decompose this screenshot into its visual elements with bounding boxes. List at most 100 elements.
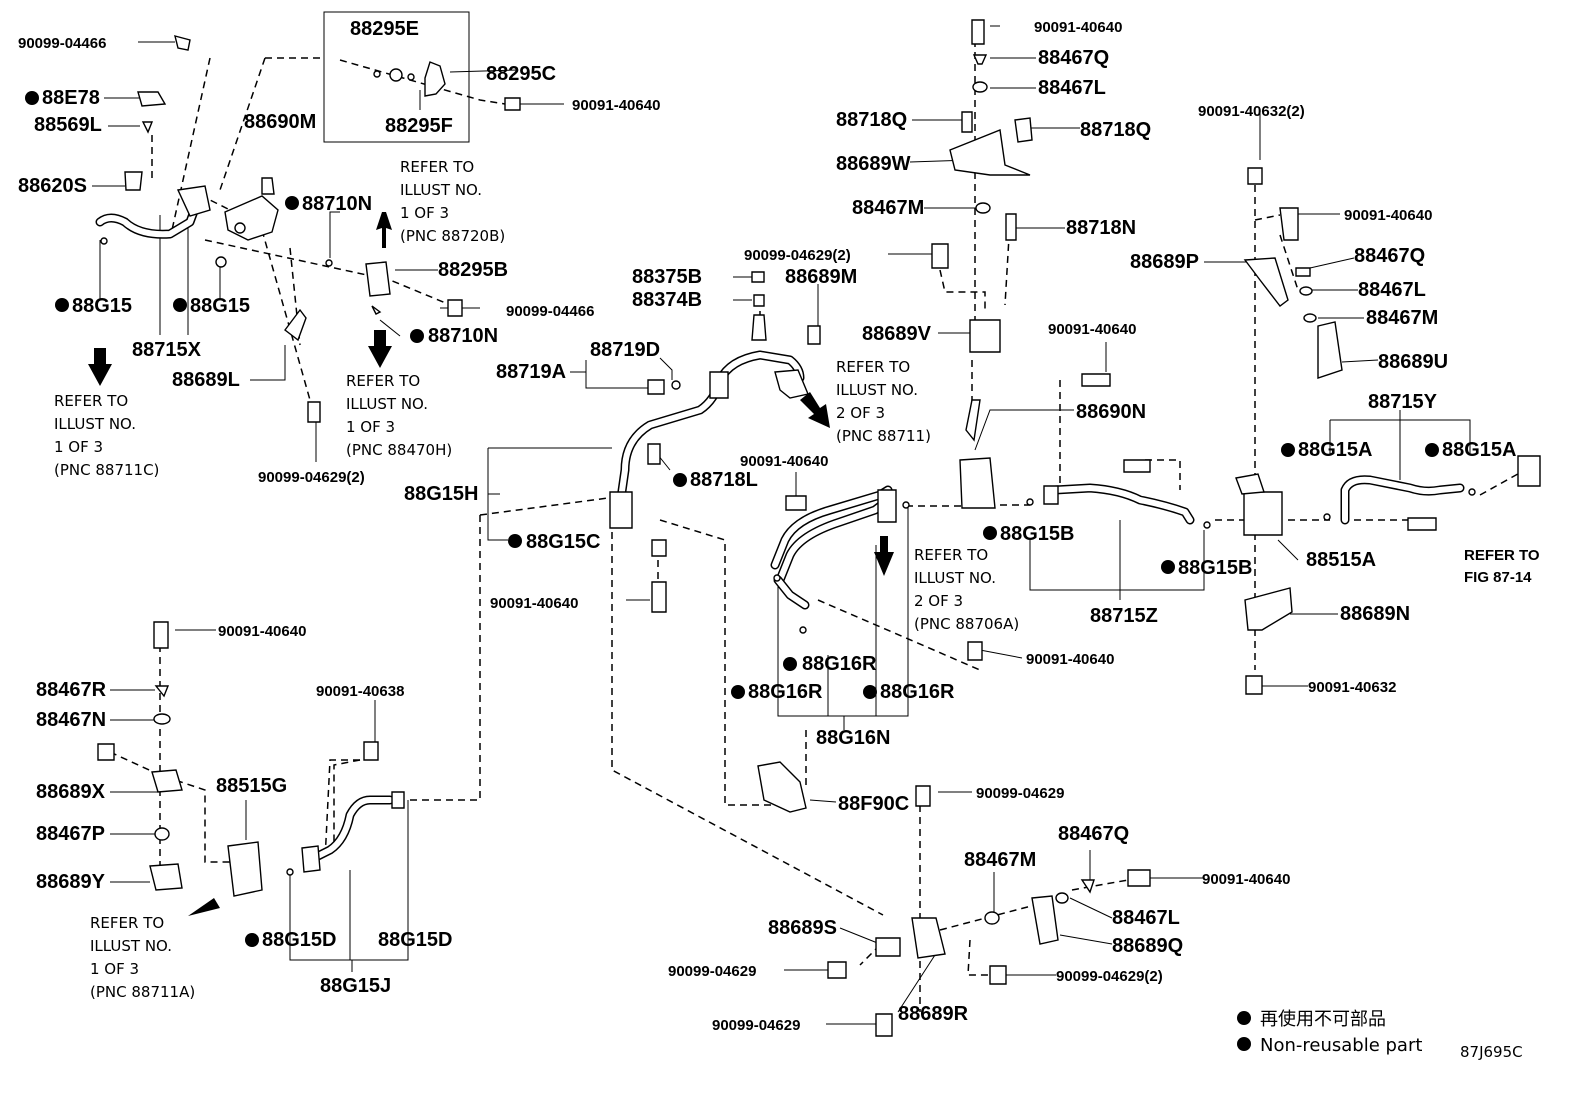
label-88689P: 88689P	[1130, 251, 1199, 273]
label-88467L: 88467L	[1038, 77, 1106, 99]
label-88E78: 88E78	[42, 87, 100, 109]
legend-japanese: 再使用不可部品	[1260, 1009, 1386, 1030]
label-90091-40640: 90091-40640	[1026, 651, 1114, 668]
svg-text:1 OF 3: 1 OF 3	[90, 960, 139, 978]
svg-text:REFER TO: REFER TO	[836, 358, 910, 376]
refer-note-88711: REFER TO ILLUST NO. 2 OF 3 (PNC 88711)	[836, 358, 931, 445]
label-88G16R: 88G16R	[802, 653, 877, 675]
svg-text:ILLUST NO.: ILLUST NO.	[90, 937, 172, 955]
label-88G15: 88G15	[190, 295, 250, 317]
label-88467L: 88467L	[1358, 279, 1426, 301]
label-88G15D: 88G15D	[262, 929, 337, 951]
refer-note-88720b: REFER TO ILLUST NO. 1 OF 3 (PNC 88720B)	[400, 158, 505, 245]
label-88719A: 88719A	[496, 361, 566, 383]
label-88689X: 88689X	[36, 781, 106, 803]
svg-text:REFER TO: REFER TO	[914, 546, 988, 564]
label-90099-04629: 90099-04629	[668, 963, 756, 980]
label-88690M: 88690M	[244, 111, 316, 133]
label-88467R: 88467R	[36, 679, 107, 701]
label-88G16R: 88G16R	[748, 681, 823, 703]
inset-box	[323, 11, 470, 143]
label-88G15B: 88G15B	[1178, 557, 1253, 579]
label-88G15A: 88G15A	[1298, 439, 1373, 461]
label-88515A: 88515A	[1306, 549, 1376, 571]
label-88710N: 88710N	[302, 193, 372, 215]
label-88689N: 88689N	[1340, 603, 1410, 625]
label-88689S: 88689S	[768, 917, 837, 939]
label-88467Q: 88467Q	[1058, 823, 1129, 845]
svg-text:ILLUST NO.: ILLUST NO.	[836, 381, 918, 399]
label-90091-40640: 90091-40640	[1034, 19, 1122, 36]
label-88295E: 88295E	[350, 18, 419, 40]
figure-code: 87J695C	[1460, 1043, 1523, 1061]
svg-text:FIG 87-14: FIG 87-14	[1464, 569, 1532, 586]
label-88375B: 88375B	[632, 266, 702, 288]
svg-text:ILLUST NO.: ILLUST NO.	[54, 415, 136, 433]
label-90091-40640: 90091-40640	[572, 97, 660, 114]
label-90091-40640: 90091-40640	[1048, 321, 1136, 338]
label-88G15A: 88G15A	[1442, 439, 1517, 461]
svg-text:(PNC 88711C): (PNC 88711C)	[54, 461, 159, 479]
label-88467L: 88467L	[1112, 907, 1180, 929]
label-88467N: 88467N	[36, 709, 106, 731]
svg-text:REFER TO: REFER TO	[90, 914, 164, 932]
label-88G15B: 88G15B	[1000, 523, 1075, 545]
label-88718Q: 88718Q	[1080, 119, 1151, 141]
svg-text:1 OF 3: 1 OF 3	[400, 204, 449, 222]
svg-text:(PNC 88720B): (PNC 88720B)	[400, 227, 505, 245]
svg-text:1 OF 3: 1 OF 3	[346, 418, 395, 436]
svg-text:(PNC 88470H): (PNC 88470H)	[346, 441, 452, 459]
label-88G16R: 88G16R	[880, 681, 955, 703]
label-88G16N: 88G16N	[816, 727, 891, 749]
label-88G15H: 88G15H	[404, 483, 479, 505]
svg-text:REFER TO: REFER TO	[346, 372, 420, 390]
label-90099-04629: 90099-04629	[976, 785, 1064, 802]
label-88689Y: 88689Y	[36, 871, 106, 893]
label-88467M: 88467M	[964, 849, 1036, 871]
svg-text:REFER TO: REFER TO	[54, 392, 128, 410]
label-88467Q: 88467Q	[1038, 47, 1109, 69]
label-90099-04629: 90099-04629	[712, 1017, 800, 1034]
svg-text:(PNC 88706A): (PNC 88706A)	[914, 615, 1019, 633]
label-88689L: 88689L	[172, 369, 240, 391]
svg-text:ILLUST NO.: ILLUST NO.	[400, 181, 482, 199]
refer-note-88711a: REFER TO ILLUST NO. 1 OF 3 (PNC 88711A)	[90, 914, 195, 1001]
part-number-labels: 90099-04466 88295E 88295C 90091-40640 88…	[18, 18, 1517, 1034]
label-88F90C: 88F90C	[838, 793, 909, 815]
legend-english: Non-reusable part	[1260, 1035, 1422, 1056]
label-88718L: 88718L	[690, 469, 758, 491]
label-88689V: 88689V	[862, 323, 932, 345]
svg-text:(PNC 88711A): (PNC 88711A)	[90, 983, 195, 1001]
label-88689W: 88689W	[836, 153, 911, 175]
label-88689R: 88689R	[898, 1003, 969, 1025]
label-88715Y: 88715Y	[1368, 391, 1438, 413]
svg-text:1 OF 3: 1 OF 3	[54, 438, 103, 456]
label-88467P: 88467P	[36, 823, 105, 845]
label-88467Q: 88467Q	[1354, 245, 1425, 267]
label-88689M: 88689M	[785, 266, 857, 288]
label-90091-40640: 90091-40640	[1344, 207, 1432, 224]
label-88715X: 88715X	[132, 339, 202, 361]
label-88467M: 88467M	[852, 197, 924, 219]
refer-notes: REFER TO ILLUST NO. 1 OF 3 (PNC 88720B) …	[54, 158, 1540, 1001]
svg-text:REFER TO: REFER TO	[1464, 547, 1540, 564]
label-90091-40640: 90091-40640	[218, 623, 306, 640]
non-reusable-markers	[25, 91, 1439, 1051]
svg-text:ILLUST NO.: ILLUST NO.	[346, 395, 428, 413]
refer-note-88711c: REFER TO ILLUST NO. 1 OF 3 (PNC 88711C)	[54, 392, 159, 479]
label-88689U: 88689U	[1378, 351, 1448, 373]
label-88719D: 88719D	[590, 339, 660, 361]
label-88569L: 88569L	[34, 114, 102, 136]
label-88G15C: 88G15C	[526, 531, 601, 553]
label-88295F: 88295F	[385, 115, 453, 137]
label-90091-40640: 90091-40640	[1202, 871, 1290, 888]
label-90091-40632-2: 90091-40632(2)	[1198, 103, 1305, 120]
refer-note-fig-87-14: REFER TO FIG 87-14	[1464, 547, 1540, 586]
refer-note-88706a: REFER TO ILLUST NO. 2 OF 3 (PNC 88706A)	[914, 546, 1019, 633]
label-90091-40640: 90091-40640	[490, 595, 578, 612]
svg-text:2 OF 3: 2 OF 3	[836, 404, 885, 422]
label-88718N: 88718N	[1066, 217, 1136, 239]
label-88715Z: 88715Z	[1090, 605, 1158, 627]
label-88515G: 88515G	[216, 775, 287, 797]
label-88G15D: 88G15D	[378, 929, 453, 951]
